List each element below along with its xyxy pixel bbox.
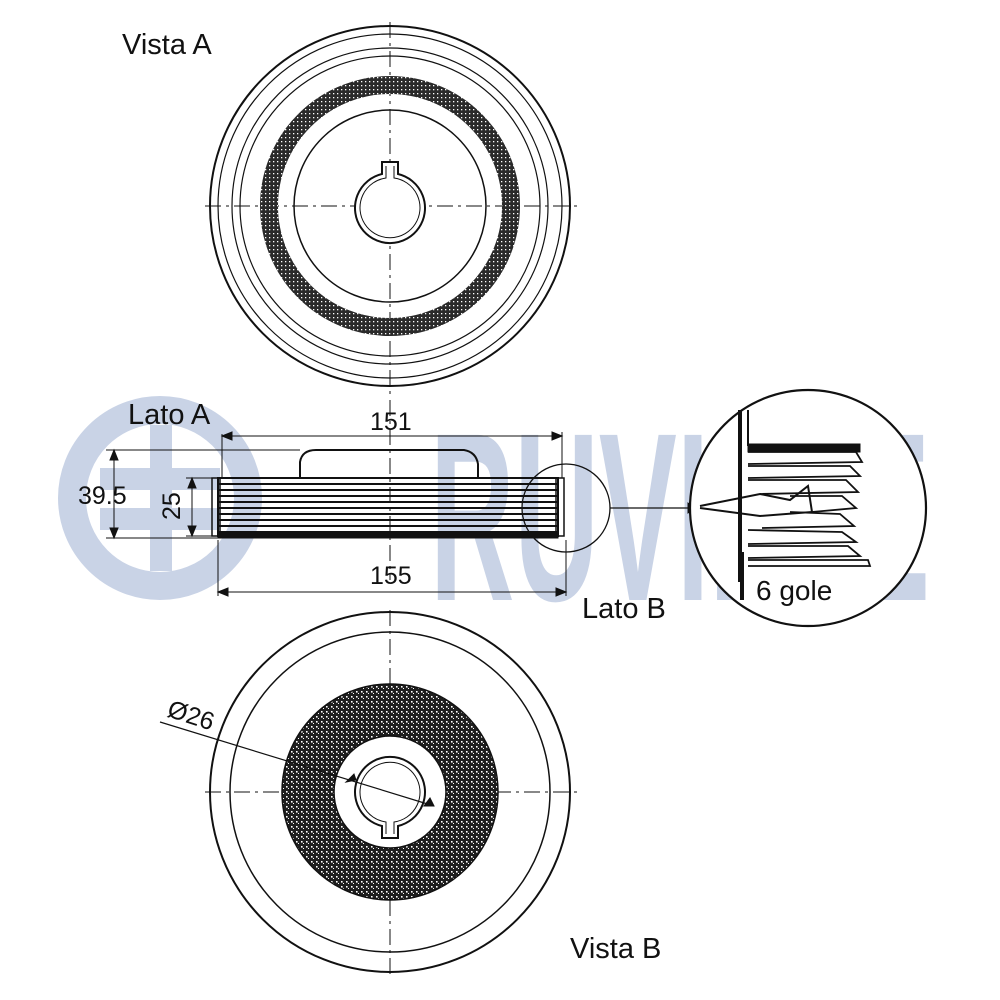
dimension-height-total: 39.5 bbox=[78, 482, 127, 510]
lato-a-label: Lato A bbox=[128, 399, 211, 431]
dimension-width-top: 151 bbox=[370, 408, 412, 436]
ruville-emblem-icon bbox=[58, 396, 262, 600]
dimension-width-bottom: 155 bbox=[370, 562, 412, 590]
vista-a-hatched-ring bbox=[260, 76, 520, 336]
vista-b-hatched-ring bbox=[282, 684, 498, 900]
hub-profile bbox=[299, 449, 479, 478]
vista-a-keyway-bore bbox=[354, 161, 426, 245]
groove-profile-icon bbox=[699, 484, 814, 518]
vista-b-label: Vista B bbox=[570, 933, 661, 965]
dimension-height-belt: 25 bbox=[158, 492, 186, 520]
bore-diameter-label: Ø26 bbox=[164, 695, 218, 736]
groove-detail-view bbox=[688, 388, 928, 628]
vista-b-keyway-bore bbox=[354, 755, 426, 839]
vista-b-view bbox=[159, 610, 580, 975]
vista-a-label: Vista A bbox=[122, 29, 212, 61]
bore-diameter-leader bbox=[159, 721, 435, 807]
vista-a-view bbox=[205, 22, 580, 395]
lato-b-label: Lato B bbox=[582, 593, 666, 625]
grooves-label: 6 gole bbox=[756, 575, 832, 606]
